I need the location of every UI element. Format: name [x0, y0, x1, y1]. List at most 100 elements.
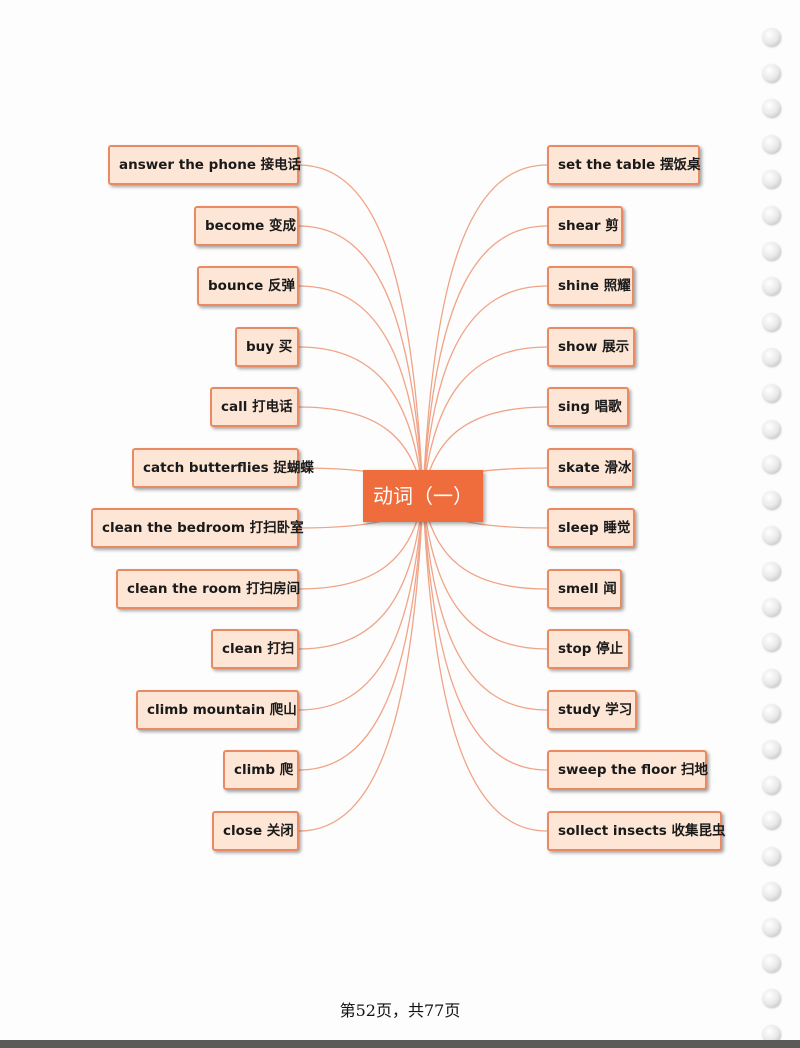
left-connector-curve	[298, 346, 424, 497]
binder-ring	[762, 206, 780, 224]
right-branch-label: sweep the floor 扫地	[558, 762, 709, 778]
left-connector-curve	[298, 495, 424, 650]
binder-ring	[762, 99, 780, 117]
left-branch-label: clean the room 打扫房间	[127, 581, 301, 597]
right-branch-node: show 展示	[547, 327, 635, 367]
binder-ring	[762, 740, 780, 758]
right-branch-label: shear 剪	[558, 218, 619, 234]
binder-ring	[762, 882, 780, 900]
right-connector-curve	[422, 495, 548, 771]
binder-ring	[762, 348, 780, 366]
right-branch-node: set the table 摆饭桌	[547, 145, 700, 185]
binder-ring	[762, 277, 780, 295]
right-branch-label: stop 停止	[558, 641, 624, 657]
binder-ring	[762, 704, 780, 722]
binder-ring	[762, 954, 780, 972]
binder-ring	[762, 918, 780, 936]
binder-ring	[762, 242, 780, 260]
right-connector-curve	[422, 495, 548, 832]
right-branch-node: skate 滑冰	[547, 448, 634, 488]
right-connector-curve	[422, 495, 548, 711]
left-branch-label: answer the phone 接电话	[119, 157, 302, 173]
binder-ring	[762, 598, 780, 616]
bottom-edge	[0, 1040, 800, 1048]
right-branch-node: shear 剪	[547, 206, 623, 246]
left-branch-node: answer the phone 接电话	[108, 145, 302, 185]
binder-ring	[762, 455, 780, 473]
left-branch-label: clean the bedroom 打扫卧室	[102, 520, 304, 536]
left-branch-label: clean 打扫	[222, 641, 295, 657]
left-connector-curve	[298, 495, 424, 832]
right-branch-label: sleep 睡觉	[558, 520, 631, 536]
right-branch-node: sweep the floor 扫地	[547, 750, 709, 790]
left-branch-node: clean 打扫	[211, 629, 299, 669]
binder-ring	[762, 28, 780, 46]
left-branch-node: become 变成	[194, 206, 299, 246]
binder-ring	[762, 64, 780, 82]
left-connector-curve	[298, 495, 424, 771]
right-branch-label: sing 唱歌	[558, 399, 622, 415]
left-branch-node: catch butterflies 捉蝴蝶	[132, 448, 314, 488]
left-branch-node: clean the bedroom 打扫卧室	[91, 508, 304, 548]
center-topic-node: 动词（一）	[363, 470, 483, 522]
left-branch-label: bounce 反弹	[208, 278, 296, 294]
right-connector-curve	[422, 346, 548, 497]
binder-ring	[762, 313, 780, 331]
left-branch-node: close 关闭	[212, 811, 299, 851]
binder-ring	[762, 420, 780, 438]
binder-ring	[762, 526, 780, 544]
binder-ring	[762, 633, 780, 651]
center-topic-label: 动词（一）	[373, 484, 473, 508]
left-connector-curve	[298, 285, 424, 497]
left-connector-curve	[298, 495, 424, 711]
page-number-footer: 第52页，共77页	[339, 1001, 461, 1020]
binder-ring	[762, 1025, 780, 1043]
binder-ring	[762, 989, 780, 1007]
right-branch-node: study 学习	[547, 690, 637, 730]
right-connector-curve	[422, 495, 548, 650]
right-branch-node: sollect insects 收集昆虫	[547, 811, 726, 851]
left-branch-label: catch butterflies 捉蝴蝶	[143, 460, 314, 476]
left-branch-node: climb mountain 爬山	[136, 690, 299, 730]
left-branch-label: become 变成	[205, 218, 297, 234]
right-connector-curve	[422, 285, 548, 497]
left-branch-label: climb mountain 爬山	[147, 702, 297, 718]
left-connector-curve	[298, 225, 424, 497]
left-branch-label: close 关闭	[223, 823, 294, 839]
binder-ring	[762, 562, 780, 580]
left-branch-node: climb 爬	[223, 750, 299, 790]
right-branch-label: study 学习	[558, 702, 633, 718]
right-branch-label: smell 闻	[558, 581, 617, 597]
right-branch-label: show 展示	[558, 339, 630, 355]
right-branch-node: sing 唱歌	[547, 387, 629, 427]
binder-ring	[762, 669, 780, 687]
binder-ring	[762, 811, 780, 829]
right-connector-curve	[422, 225, 548, 497]
left-branch-label: climb 爬	[234, 762, 294, 778]
left-branch-node: clean the room 打扫房间	[116, 569, 301, 609]
left-branch-label: buy 买	[246, 339, 293, 355]
right-connector-curve	[422, 164, 548, 497]
binder-ring	[762, 491, 780, 509]
right-branch-node: stop 停止	[547, 629, 630, 669]
right-branch-node: shine 照耀	[547, 266, 634, 306]
right-branch-label: set the table 摆饭桌	[558, 157, 701, 173]
binder-ring	[762, 847, 780, 865]
left-branch-node: bounce 反弹	[197, 266, 299, 306]
right-branch-node: smell 闻	[547, 569, 622, 609]
right-branch-node: sleep 睡觉	[547, 508, 635, 548]
left-branch-node: buy 买	[235, 327, 299, 367]
binder-ring	[762, 170, 780, 188]
left-branch-node: call 打电话	[210, 387, 299, 427]
left-branch-label: call 打电话	[221, 399, 293, 415]
left-connector-curve	[298, 164, 424, 497]
binder-ring	[762, 135, 780, 153]
binder-ring	[762, 776, 780, 794]
binder-ring	[762, 384, 780, 402]
right-branch-label: skate 滑冰	[558, 460, 632, 476]
right-branch-label: shine 照耀	[558, 278, 631, 294]
binder-rings	[755, 0, 800, 1048]
right-branch-label: sollect insects 收集昆虫	[558, 823, 726, 839]
